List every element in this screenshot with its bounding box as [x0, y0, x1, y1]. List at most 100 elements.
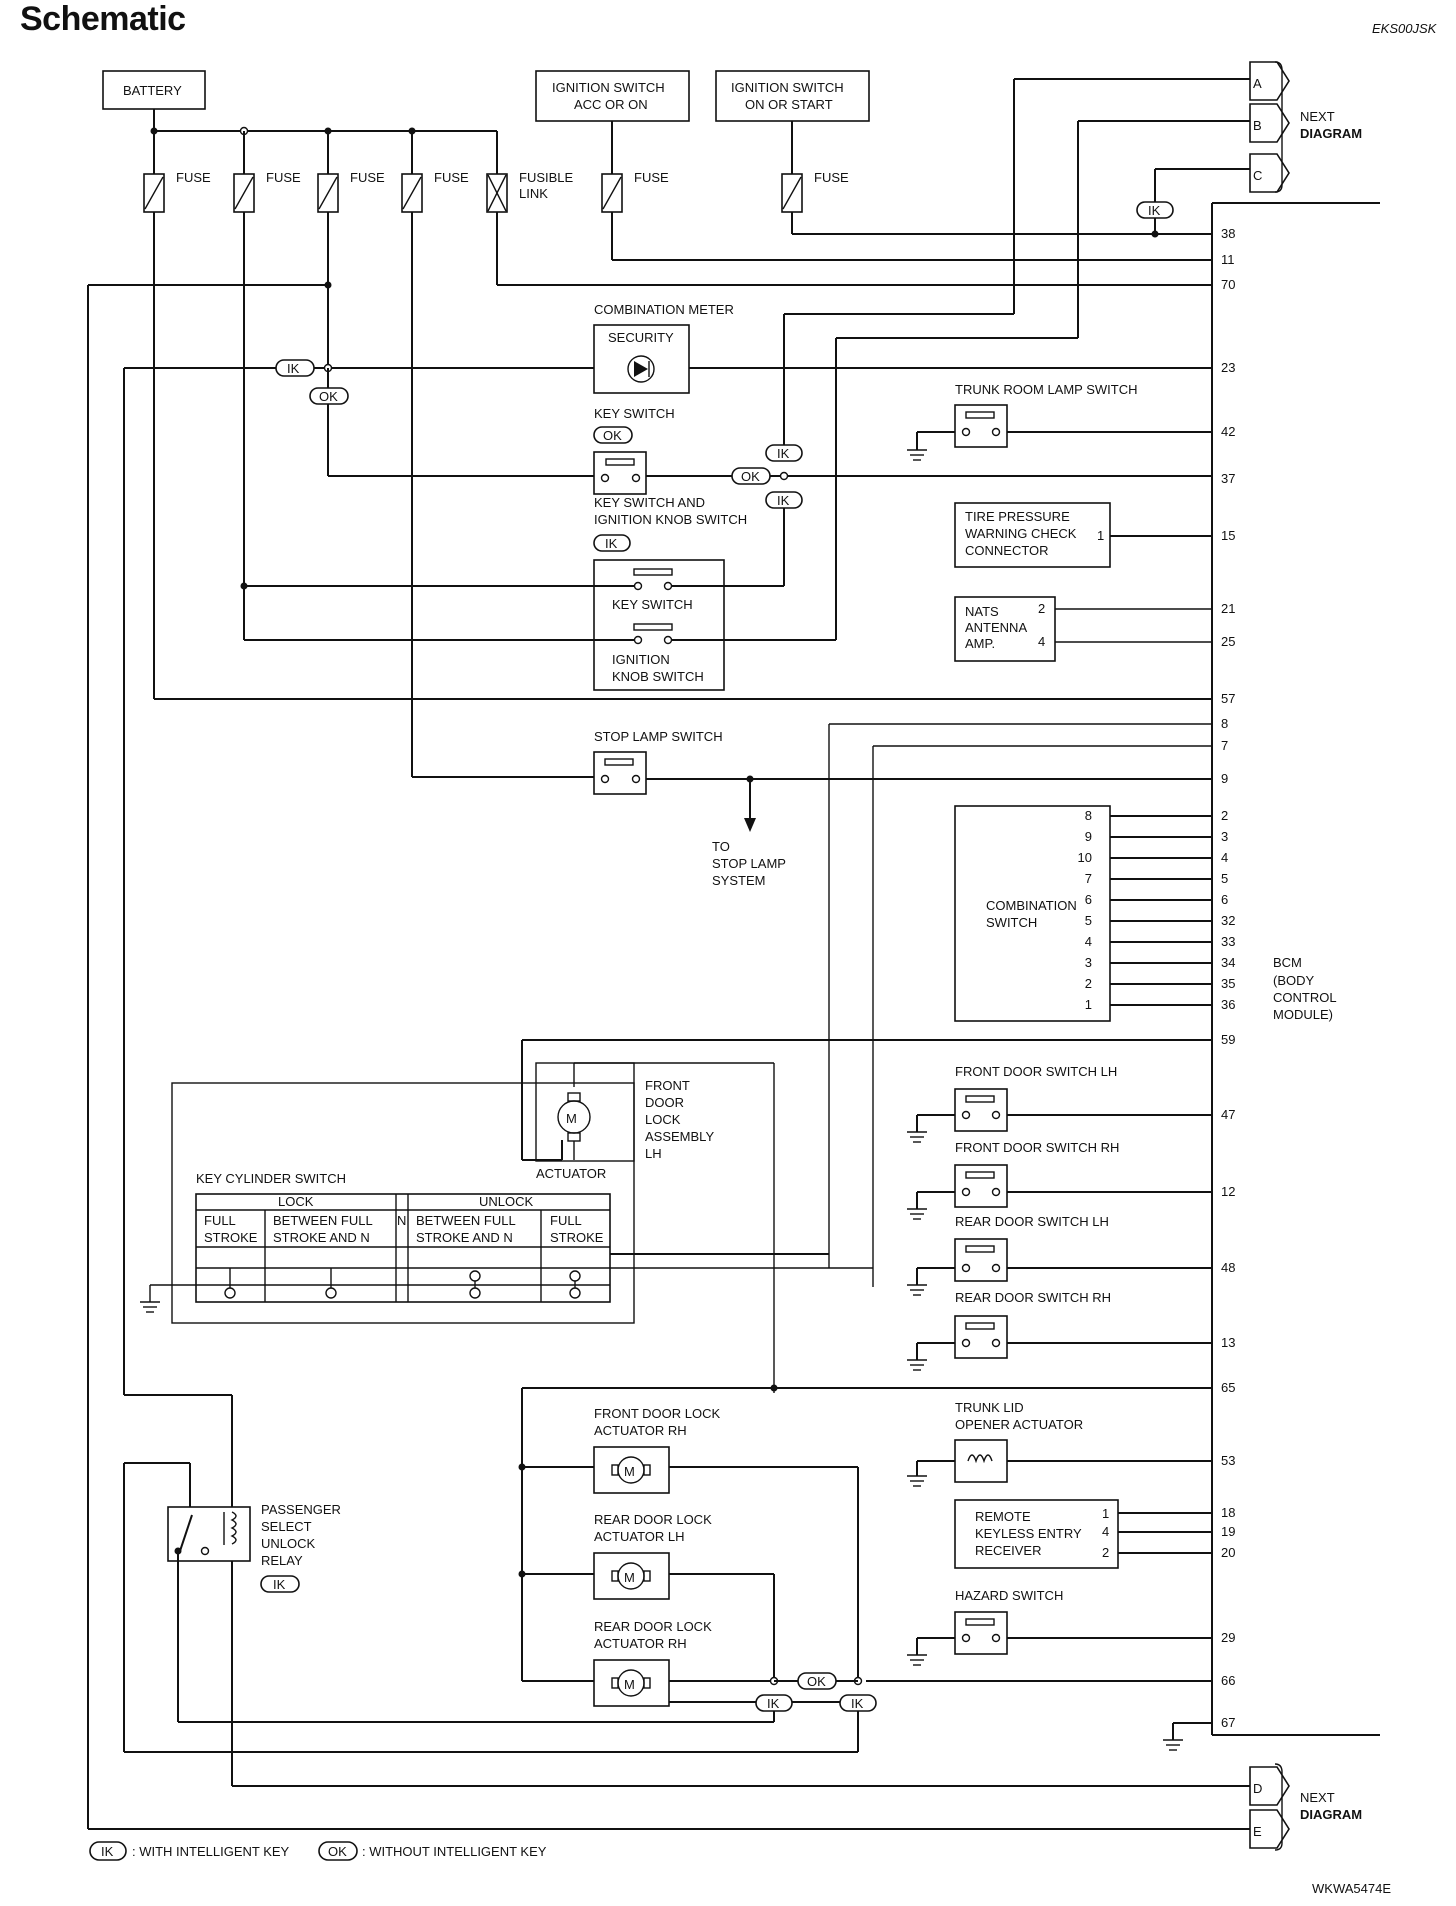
svg-text:M: M [624, 1464, 635, 1479]
bcm-pin-number: 48 [1221, 1260, 1235, 1275]
tire-pressure-pin: 1 [1097, 528, 1104, 543]
combination-switch-pin: 3 [1085, 955, 1092, 970]
bcm-label: BCM (BODY CONTROL MODULE) [1273, 955, 1337, 1022]
kc-col-between-lock: BETWEEN FULL STROKE AND N [273, 1213, 373, 1245]
key-cylinder-outer [171, 1082, 635, 1324]
ok-tag: OK [309, 387, 349, 405]
svg-text:SELECT: SELECT [261, 1519, 312, 1534]
bcm-pin-number: 53 [1221, 1453, 1235, 1468]
kc-unlock-label: UNLOCK [479, 1194, 534, 1209]
bcm-pin-number: 15 [1221, 528, 1235, 543]
next-diagram-connector-c: C [1249, 153, 1290, 193]
svg-text:ANTENNA: ANTENNA [965, 620, 1027, 635]
next-diagram-bottom-label: NEXT DIAGRAM [1300, 1790, 1362, 1822]
ok-tag: OK [731, 467, 771, 485]
nats-pin-4: 4 [1038, 634, 1045, 649]
key-cylinder-label: KEY CYLINDER SWITCH [196, 1171, 346, 1186]
ok-tag: OK [797, 1672, 837, 1690]
bcm-pin-number: 2 [1221, 808, 1228, 823]
remote-pin-1: 1 [1102, 1506, 1109, 1521]
kc-lock-label: LOCK [278, 1194, 314, 1209]
rear-door-sw-lh: REAR DOOR SWITCH LH [907, 1214, 1212, 1296]
page-title: Schematic [20, 0, 186, 38]
svg-text:TO: TO [712, 839, 730, 854]
ign-knob-inner-label: IGNITION KNOB SWITCH [612, 652, 704, 684]
diagram-code: EKS00JSK [1372, 21, 1438, 36]
combination-switch-pin: 7 [1085, 871, 1092, 886]
svg-text:FULL: FULL [204, 1213, 236, 1228]
svg-text:TIRE PRESSURE: TIRE PRESSURE [965, 509, 1070, 524]
svg-text:DOOR: DOOR [645, 1095, 684, 1110]
bcm-pin-number: 37 [1221, 471, 1235, 486]
nats-label: NATS ANTENNA AMP. [965, 604, 1027, 651]
battery-label: BATTERY [123, 83, 182, 98]
svg-text:LOCK: LOCK [645, 1112, 681, 1127]
bcm-pin-number: 42 [1221, 424, 1235, 439]
ik-tag: IK [275, 359, 315, 377]
svg-text:PASSENGER: PASSENGER [261, 1502, 341, 1517]
rear-door-lock-rh-actuator [593, 1659, 670, 1707]
svg-text:AMP.: AMP. [965, 636, 995, 651]
combination-switch-pin: 2 [1085, 976, 1092, 991]
bcm-pin-number: 6 [1221, 892, 1228, 907]
ik-tag: IK [260, 1575, 300, 1593]
bcm-pin-number: 35 [1221, 976, 1235, 991]
key-switch-ign-label: KEY SWITCH AND IGNITION KNOB SWITCH [594, 495, 747, 527]
svg-text:ON OR START: ON OR START [745, 97, 833, 112]
combination-switch-pin: 6 [1085, 892, 1092, 907]
remote-keyless-label: REMOTE KEYLESS ENTRY RECEIVER [975, 1509, 1082, 1558]
motor-icon: M [611, 1562, 651, 1590]
ik-tag: IK [755, 1694, 793, 1712]
ign-on-label: IGNITION SWITCH ON OR START [731, 80, 844, 112]
svg-text:ACTUATOR RH: ACTUATOR RH [594, 1636, 687, 1651]
bcm-pin-number: 66 [1221, 1673, 1235, 1688]
passenger-relay-label: PASSENGER SELECT UNLOCK RELAY [261, 1502, 341, 1568]
bcm-pin-number: 57 [1221, 691, 1235, 706]
legend-ok: OK : WITHOUT INTELLIGENT KEY [318, 1841, 547, 1861]
svg-text:REMOTE: REMOTE [975, 1509, 1031, 1524]
rear-door-lock-rh-label: REAR DOOR LOCK ACTUATOR RH [594, 1619, 712, 1651]
bcm-pin-number: 47 [1221, 1107, 1235, 1122]
svg-text:NEXT: NEXT [1300, 1790, 1335, 1805]
svg-text:ACC OR ON: ACC OR ON [574, 97, 648, 112]
kc-col-full-stroke-lock: FULL STROKE [204, 1213, 258, 1245]
svg-text:OK: OK [741, 469, 760, 484]
svg-text:KNOB SWITCH: KNOB SWITCH [612, 669, 704, 684]
next-diagram-connector-e: E [1249, 1809, 1290, 1849]
front-door-lock-lh-motor: M [557, 1063, 591, 1160]
bcm-pin-number: 38 [1221, 226, 1235, 241]
bcm-pin-number: 32 [1221, 913, 1235, 928]
bcm-pin-number: 4 [1221, 850, 1228, 865]
ground-icon [907, 1654, 927, 1666]
bcm-pin-number: 34 [1221, 955, 1235, 970]
svg-text:OK: OK [328, 1844, 347, 1859]
svg-text:RELAY: RELAY [261, 1553, 303, 1568]
stop-lamp-label: STOP LAMP SWITCH [594, 729, 723, 744]
svg-text:IK: IK [851, 1696, 864, 1711]
svg-text:SWITCH: SWITCH [986, 915, 1037, 930]
bcm-pin-numbers: 3811702342371521255787923456323334353659… [1221, 226, 1235, 1730]
svg-text:FRONT DOOR SWITCH RH: FRONT DOOR SWITCH RH [955, 1140, 1119, 1155]
ground-icon [907, 1475, 927, 1487]
solenoid-icon [967, 1454, 993, 1464]
svg-text:KEY SWITCH AND: KEY SWITCH AND [594, 495, 705, 510]
rear-door-lock-lh-label: REAR DOOR LOCK ACTUATOR LH [594, 1512, 712, 1544]
svg-text:IK: IK [777, 446, 790, 461]
svg-text:C: C [1253, 168, 1262, 183]
svg-text:FULL: FULL [550, 1213, 582, 1228]
combination-switch-label: COMBINATION SWITCH [986, 898, 1077, 930]
nats-antenna-amp [954, 596, 1056, 662]
svg-text:OPENER ACTUATOR: OPENER ACTUATOR [955, 1417, 1083, 1432]
fuse-3-label: FUSE [350, 170, 385, 185]
bcm-pin-number: 65 [1221, 1380, 1235, 1395]
svg-text:IGNITION KNOB SWITCH: IGNITION KNOB SWITCH [594, 512, 747, 527]
stop-lamp-switch [593, 751, 647, 795]
svg-text:STROKE AND N: STROKE AND N [273, 1230, 370, 1245]
security-led-icon [627, 355, 655, 383]
bcm-pin-number: 18 [1221, 1505, 1235, 1520]
svg-text:IK: IK [273, 1577, 286, 1592]
bcm-pin-number: 11 [1221, 252, 1235, 267]
ground-icon [907, 449, 927, 461]
